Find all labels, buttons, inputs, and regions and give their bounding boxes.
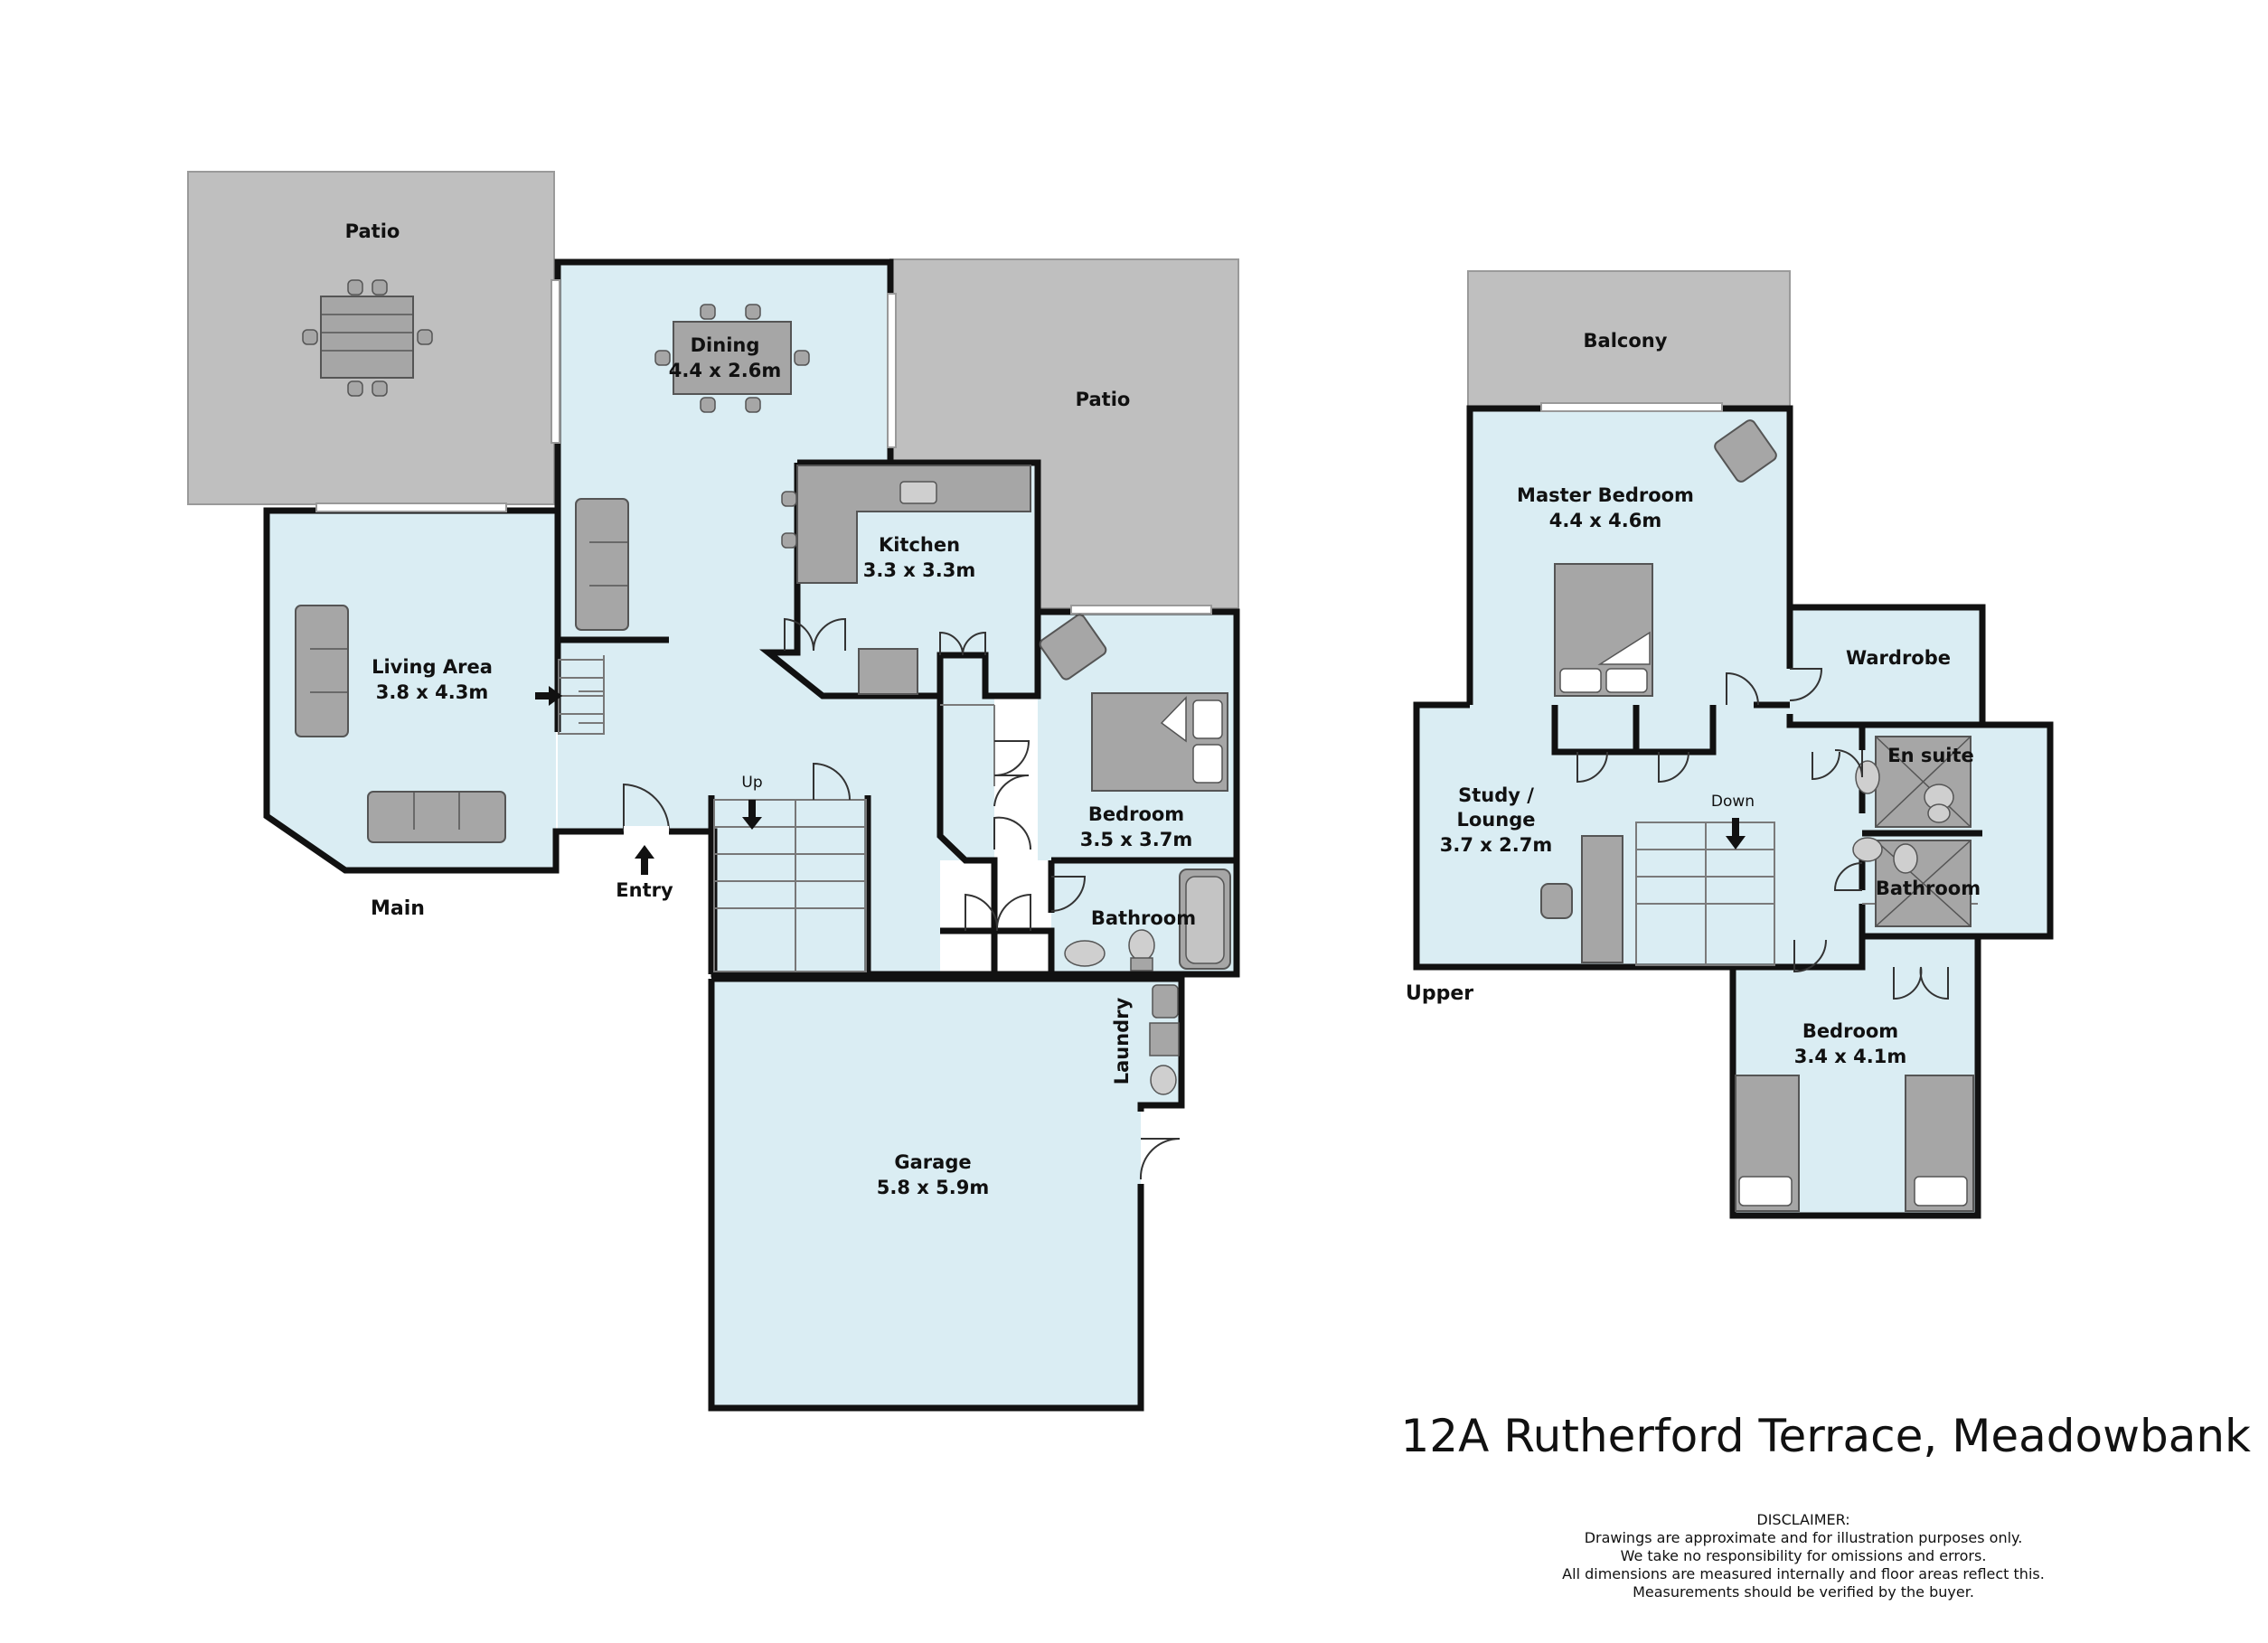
laundry-label: Laundry: [1111, 997, 1133, 1084]
disclaimer-line: Drawings are approximate and for illustr…: [1584, 1529, 2023, 1546]
wardrobe-label: Wardrobe: [1846, 647, 1951, 669]
living-area-size: 3.8 x 4.3m: [376, 681, 488, 703]
study-size: 3.7 x 2.7m: [1440, 834, 1552, 856]
disclaimer-line: All dimensions are measured internally a…: [1562, 1565, 2045, 1582]
up-label: Up: [741, 774, 762, 792]
living-area-label: Living Area: [372, 656, 493, 678]
balcony-label: Balcony: [1584, 330, 1668, 352]
doors-upper: [1576, 668, 1949, 1000]
dining-label: Dining: [691, 334, 760, 356]
windows-main: [315, 279, 1212, 615]
windows-upper: [1540, 402, 1723, 412]
sofa-living-horizontal: [367, 791, 506, 843]
stairs-main: [558, 659, 867, 972]
study-label-line2: Lounge: [1457, 809, 1536, 831]
bedroom-upper-label: Bedroom: [1802, 1020, 1898, 1042]
entry-arrow-icon: [635, 845, 654, 875]
bathroom-main-fixtures: [1064, 868, 1231, 972]
disclaimer: DISCLAIMER: Drawings are approximate and…: [1519, 1511, 2088, 1601]
doors-main: [623, 617, 1181, 1180]
dining-size: 4.4 x 2.6m: [669, 360, 781, 381]
master-bedroom-size: 4.4 x 4.6m: [1549, 510, 1661, 531]
disclaimer-title: DISCLAIMER:: [1756, 1511, 1850, 1528]
bathroom-main-label: Bathroom: [1091, 907, 1196, 929]
bedroom-main-label: Bedroom: [1088, 803, 1184, 825]
sofa-dining: [575, 498, 629, 631]
down-arrow-icon: [1726, 818, 1746, 850]
living-arrow-icon: [535, 686, 562, 706]
patio-left-label: Patio: [345, 221, 400, 242]
kitchen-size: 3.3 x 3.3m: [863, 559, 975, 581]
disclaimer-line: We take no responsibility for omissions …: [1620, 1547, 1987, 1564]
bedroom-upper-size: 3.4 x 4.1m: [1794, 1046, 1906, 1067]
main-floor-label: Main: [371, 897, 425, 920]
master-bedroom-label: Master Bedroom: [1517, 484, 1694, 506]
dining-table-patio: [302, 279, 433, 397]
down-label: Down: [1711, 793, 1755, 811]
up-arrow-icon: [742, 800, 762, 830]
garage-size: 5.8 x 5.9m: [877, 1177, 989, 1198]
upper-floor-label: Upper: [1406, 982, 1473, 1005]
upper-furniture: [1540, 419, 1974, 1212]
garage-label: Garage: [894, 1151, 971, 1173]
garage-floor: [711, 979, 1141, 1408]
sofa-living-3seat-vertical: [295, 605, 349, 737]
balcony-area: [1467, 270, 1791, 408]
bedroom-main-size: 3.5 x 3.7m: [1080, 829, 1192, 850]
armchair-bedroom: [1039, 614, 1107, 681]
bed-main-bedroom: [1091, 692, 1228, 792]
laundry-fixtures: [1149, 984, 1180, 1095]
kitchen-bench: [781, 465, 1031, 695]
disclaimer-line: Measurements should be verified by the b…: [1633, 1583, 1974, 1601]
study-label-line1: Study /: [1458, 784, 1534, 806]
kitchen-label: Kitchen: [879, 534, 960, 556]
bathroom-upper-label: Bathroom: [1876, 878, 1981, 899]
property-address: 12A Rutherford Terrace, Meadowbank: [1400, 1410, 2251, 1462]
living-area-floor: [267, 511, 556, 870]
ensuite-label: En suite: [1887, 745, 1974, 766]
dining-table: [654, 304, 810, 413]
patio-right-label: Patio: [1076, 389, 1131, 410]
entry-label: Entry: [616, 879, 673, 901]
